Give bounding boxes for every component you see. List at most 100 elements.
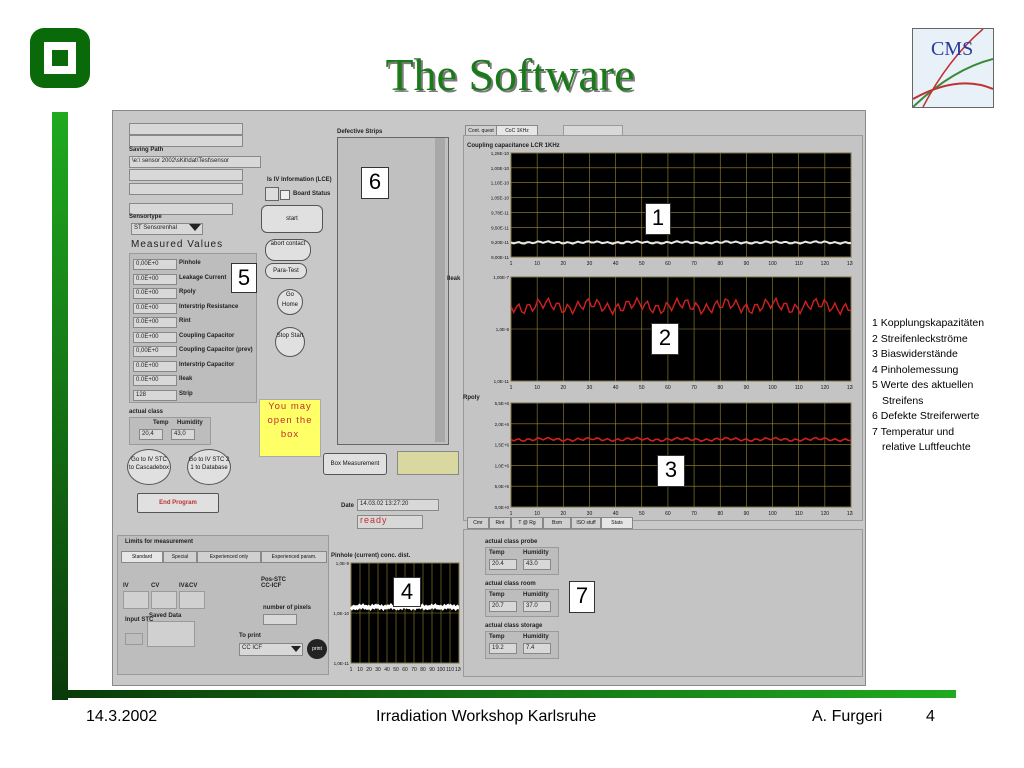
bottom-rail — [52, 690, 956, 698]
input-stc-label: Input STC — [125, 617, 154, 623]
sensortype-label: Sensortype — [129, 214, 162, 220]
env-temp-value: 19.2 — [489, 643, 517, 654]
limit-field-label: CV — [151, 583, 160, 589]
limit-field[interactable] — [151, 591, 177, 609]
stop-start-button[interactable]: Stop Start — [275, 327, 305, 357]
x-tick-label: 50 — [639, 261, 645, 267]
defective-strips-list[interactable] — [337, 137, 449, 445]
temp-value: 20,4 — [139, 429, 163, 440]
measured-value-label: Rint — [179, 318, 191, 324]
y-tick-label: 1,0E-9 — [336, 561, 350, 566]
end-program-button[interactable]: End Program — [137, 493, 219, 513]
x-tick-label: 20 — [561, 511, 567, 517]
university-logo-core — [52, 50, 68, 66]
start-button[interactable]: start — [261, 205, 323, 233]
x-tick-label: 70 — [691, 385, 697, 391]
x-tick-label: 70 — [691, 511, 697, 517]
x-tick-label: 50 — [393, 667, 399, 673]
x-tick-label: 128 — [847, 511, 853, 517]
defective-strips-scrollbar[interactable] — [435, 138, 445, 442]
print-dropdown-icon[interactable] — [291, 646, 301, 652]
saving-path-field[interactable]: \e:\ sensor 2002\sKit\dat\Test\sensor — [129, 156, 261, 168]
header-field-5[interactable] — [129, 203, 233, 215]
x-tick-label: 80 — [717, 385, 723, 391]
y-tick-label: 2,0E+6 — [495, 422, 510, 427]
go-home-button[interactable]: Go Home — [277, 289, 303, 315]
x-tick-label: 90 — [744, 385, 750, 391]
callout-1: 1 — [645, 203, 671, 235]
callout-2: 2 — [651, 323, 679, 355]
to-print-label: To print — [239, 633, 261, 639]
x-tick-label: 20 — [561, 385, 567, 391]
measured-value-field: 0,00E+0 — [133, 346, 177, 357]
legend-item: 4 Pinholemessung — [872, 363, 959, 376]
limit-tab[interactable]: Standard — [121, 551, 163, 563]
limit-tab[interactable]: Special — [163, 551, 197, 563]
x-tick-label: 40 — [384, 667, 390, 673]
header-field-3[interactable] — [129, 169, 243, 181]
number-pixels-field[interactable] — [263, 614, 297, 625]
y-tick-label: 1,5E+6 — [495, 443, 510, 448]
env-group-label: actual class room — [485, 581, 536, 587]
footer-author: A. Furgeri — [812, 708, 883, 725]
bottom-tab[interactable]: T @ Rg — [511, 517, 543, 529]
header-field-2[interactable] — [129, 135, 243, 147]
measured-value-label: Interstrip Resistance — [179, 303, 239, 310]
sensortype-dropdown-icon[interactable] — [189, 224, 201, 231]
x-tick-label: 80 — [717, 261, 723, 267]
limit-tab[interactable]: Experienced only — [197, 551, 261, 563]
bottom-tab[interactable]: Cmr — [467, 517, 489, 529]
input-stc-field[interactable] — [125, 633, 143, 645]
env-group-label: actual class probe — [485, 539, 538, 545]
x-tick-label: 40 — [613, 261, 619, 267]
to-database-button[interactable]: Go to IV STC 2 1 to Database — [187, 449, 231, 485]
x-tick-label: 30 — [587, 385, 593, 391]
bottom-tab[interactable]: Stats — [601, 517, 633, 529]
env-humidity-value: 7.4 — [523, 643, 551, 654]
limits-title: Limits for measurement — [125, 539, 194, 545]
print-button[interactable]: print — [307, 639, 327, 659]
cms-logo-graphic: CMS — [913, 29, 993, 107]
x-tick-label: 110 — [795, 511, 803, 517]
abort-contact-button[interactable]: abort contact — [265, 239, 311, 261]
measured-value-label: Coupling Capacitor (prev) — [179, 347, 253, 353]
callout-6: 6 — [361, 167, 389, 199]
env-header: Humidity — [523, 592, 549, 598]
limit-field[interactable] — [123, 591, 149, 609]
board-status-checkbox[interactable] — [280, 190, 290, 200]
bottom-tab[interactable]: ISO stuff — [571, 517, 601, 529]
y-tick-label: 1,0E-10 — [333, 611, 349, 616]
env-header: Temp — [489, 550, 505, 556]
header-field-4[interactable] — [129, 183, 243, 195]
sensortype-select[interactable]: ST Sensorenhal — [131, 223, 203, 235]
limit-field[interactable] — [179, 591, 205, 609]
x-tick-label: 50 — [639, 511, 645, 517]
limit-tab[interactable]: Experienced param. — [261, 551, 327, 563]
pos-stc-label: Pos-STC CC-ICF — [261, 577, 287, 589]
legend-item: Streifens — [882, 394, 924, 407]
bottom-tab[interactable]: Rint — [489, 517, 511, 529]
y-tick-label: 1,00E-10 — [491, 166, 510, 171]
x-tick-label: 50 — [639, 385, 645, 391]
legend-item: 2 Streifenleckströme — [872, 332, 968, 345]
x-tick-label: 40 — [613, 385, 619, 391]
series-line — [510, 296, 852, 316]
tab-coc-1khz[interactable]: CoC 1KHz — [496, 125, 538, 137]
bottom-tab[interactable]: Bsm — [543, 517, 571, 529]
header-field-1[interactable] — [129, 123, 243, 135]
x-tick-label: 128 — [847, 385, 853, 391]
x-tick-label: 30 — [587, 511, 593, 517]
x-tick-label: 110 — [446, 667, 454, 673]
to-cascadebox-button[interactable]: Go to IV STC to Cascadebox — [127, 449, 171, 485]
y-tick-label: 1,10E-10 — [491, 181, 510, 186]
env-group-label: actual class storage — [485, 623, 543, 629]
print-select[interactable]: CC ICF — [239, 643, 303, 656]
y-tick-label: 0,0E+0 — [495, 505, 510, 510]
para-test-button[interactable]: Para-Test — [265, 263, 307, 279]
x-tick-label: 60 — [402, 667, 408, 673]
x-tick-label: 90 — [744, 511, 750, 517]
measured-value-label: Ileak — [179, 376, 193, 382]
board-status-label: Board Status — [293, 191, 331, 197]
saved-data-box[interactable] — [147, 621, 195, 647]
box-measurement-button[interactable]: Box Measurement — [323, 453, 387, 475]
